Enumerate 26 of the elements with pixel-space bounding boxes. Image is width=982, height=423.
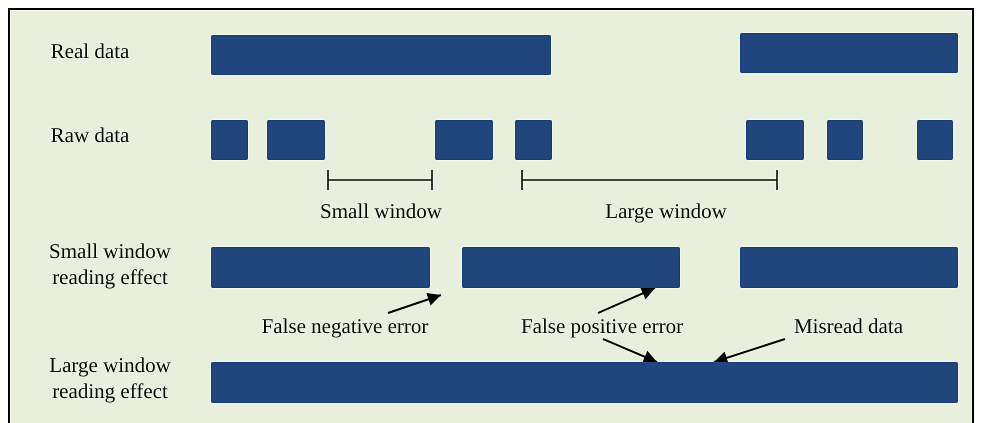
window-label: Small window	[319, 198, 443, 224]
data-bar	[211, 362, 958, 403]
row-label: Large window reading effect	[48, 352, 172, 404]
data-bar	[267, 120, 325, 160]
window-label: Large window	[604, 198, 728, 224]
row-label: Raw data	[50, 122, 130, 148]
callout-text: Misread data	[776, 313, 921, 339]
data-bar	[211, 35, 551, 75]
callout-text: False negative error	[238, 313, 452, 339]
row-label: Small window reading effect	[48, 238, 172, 290]
data-bar	[740, 247, 958, 288]
data-bar	[827, 120, 863, 160]
data-bar	[211, 120, 248, 160]
data-bar	[746, 120, 804, 160]
data-bar	[515, 120, 552, 160]
data-bar	[462, 247, 680, 288]
data-bar	[435, 120, 493, 160]
arrow	[714, 338, 786, 364]
data-bar	[211, 247, 430, 288]
arrow	[602, 338, 658, 363]
arrow	[388, 293, 442, 314]
data-bar	[917, 120, 953, 160]
data-bar	[740, 33, 958, 73]
arrow	[598, 287, 656, 314]
callout-text: False positive error	[496, 313, 708, 339]
row-label: Real data	[50, 38, 130, 64]
